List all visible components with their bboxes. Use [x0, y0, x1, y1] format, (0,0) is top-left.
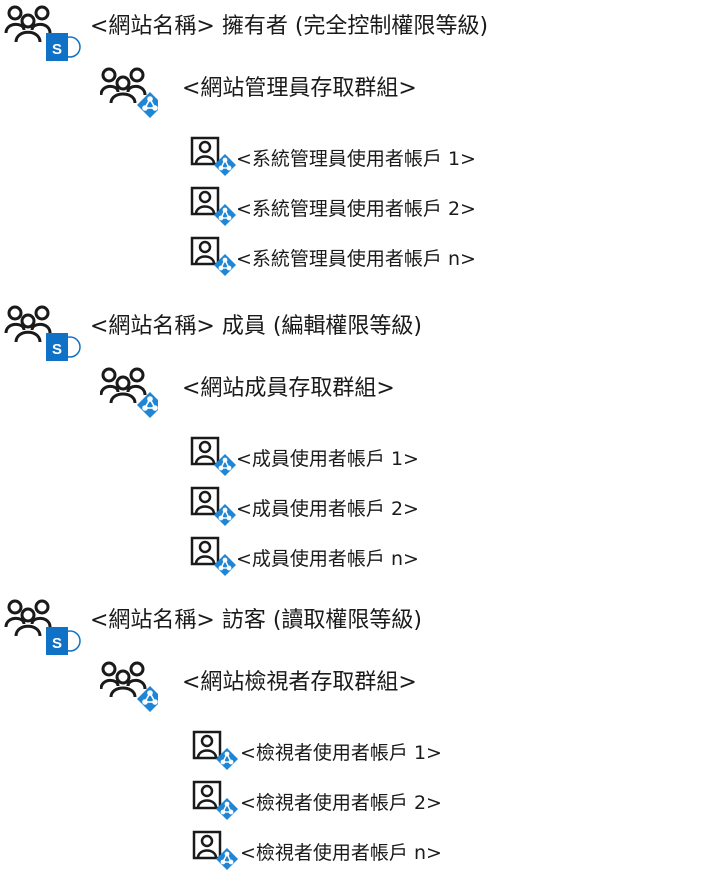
- svg-text:S: S: [52, 635, 62, 652]
- site-members-label: <網站名稱> 成員 (編輯權限等級): [90, 314, 423, 339]
- viewer-account-n-label: <檢視者使用者帳戶 n>: [240, 841, 442, 864]
- site-viewers-access-group: <網站檢視者存取群組>: [100, 660, 417, 714]
- admin-account-2-label: <系統管理員使用者帳戶 2>: [236, 197, 476, 220]
- azure-ad-user-icon: [190, 486, 238, 528]
- azure-ad-user-icon: [190, 186, 238, 228]
- admin-account-n: <系統管理員使用者帳戶 n>: [190, 236, 476, 278]
- svg-text:S: S: [52, 341, 62, 358]
- azure-ad-user-icon: [190, 436, 238, 478]
- member-account-2: <成員使用者帳戶 2>: [190, 486, 419, 528]
- azure-ad-user-icon: [192, 730, 240, 772]
- admin-account-n-label: <系統管理員使用者帳戶 n>: [236, 247, 476, 270]
- admin-account-1-label: <系統管理員使用者帳戶 1>: [236, 147, 476, 170]
- site-visitors-group: S <網站名稱> 訪客 (讀取權限等級): [4, 596, 422, 658]
- site-owners-group: S <網站名稱> 擁有者 (完全控制權限等級): [4, 2, 488, 64]
- svg-text:S: S: [52, 41, 62, 58]
- azure-ad-user-icon: [192, 780, 240, 822]
- azure-ad-user-icon: [190, 236, 238, 278]
- member-account-1: <成員使用者帳戶 1>: [190, 436, 419, 478]
- viewer-account-2: <檢視者使用者帳戶 2>: [192, 780, 442, 822]
- azure-ad-user-icon: [190, 136, 238, 178]
- site-viewers-access-group-label: <網站檢視者存取群組>: [182, 670, 417, 695]
- site-members-access-group-label: <網站成員存取群組>: [182, 376, 395, 401]
- admin-account-2: <系統管理員使用者帳戶 2>: [190, 186, 476, 228]
- viewer-account-n: <檢視者使用者帳戶 n>: [192, 830, 442, 872]
- azure-ad-group-icon: [100, 660, 158, 714]
- member-account-n-label: <成員使用者帳戶 n>: [236, 547, 419, 570]
- site-admin-access-group: <網站管理員存取群組>: [100, 66, 417, 120]
- sharepoint-people-icon: S: [4, 302, 82, 364]
- viewer-account-1-label: <檢視者使用者帳戶 1>: [240, 741, 442, 764]
- sharepoint-people-icon: S: [4, 596, 82, 658]
- viewer-account-1: <檢視者使用者帳戶 1>: [192, 730, 442, 772]
- member-account-2-label: <成員使用者帳戶 2>: [236, 497, 419, 520]
- site-owners-label: <網站名稱> 擁有者 (完全控制權限等級): [90, 14, 489, 39]
- member-account-1-label: <成員使用者帳戶 1>: [236, 447, 419, 470]
- site-members-group: S <網站名稱> 成員 (編輯權限等級): [4, 302, 422, 364]
- site-visitors-label: <網站名稱> 訪客 (讀取權限等級): [90, 608, 423, 633]
- viewer-account-2-label: <檢視者使用者帳戶 2>: [240, 791, 442, 814]
- azure-ad-group-icon: [100, 66, 158, 120]
- admin-account-1: <系統管理員使用者帳戶 1>: [190, 136, 476, 178]
- sharepoint-people-icon: S: [4, 2, 82, 64]
- site-members-access-group: <網站成員存取群組>: [100, 366, 395, 420]
- azure-ad-user-icon: [192, 830, 240, 872]
- azure-ad-group-icon: [100, 366, 158, 420]
- member-account-n: <成員使用者帳戶 n>: [190, 536, 419, 578]
- site-admin-access-group-label: <網站管理員存取群組>: [182, 76, 417, 101]
- azure-ad-user-icon: [190, 536, 238, 578]
